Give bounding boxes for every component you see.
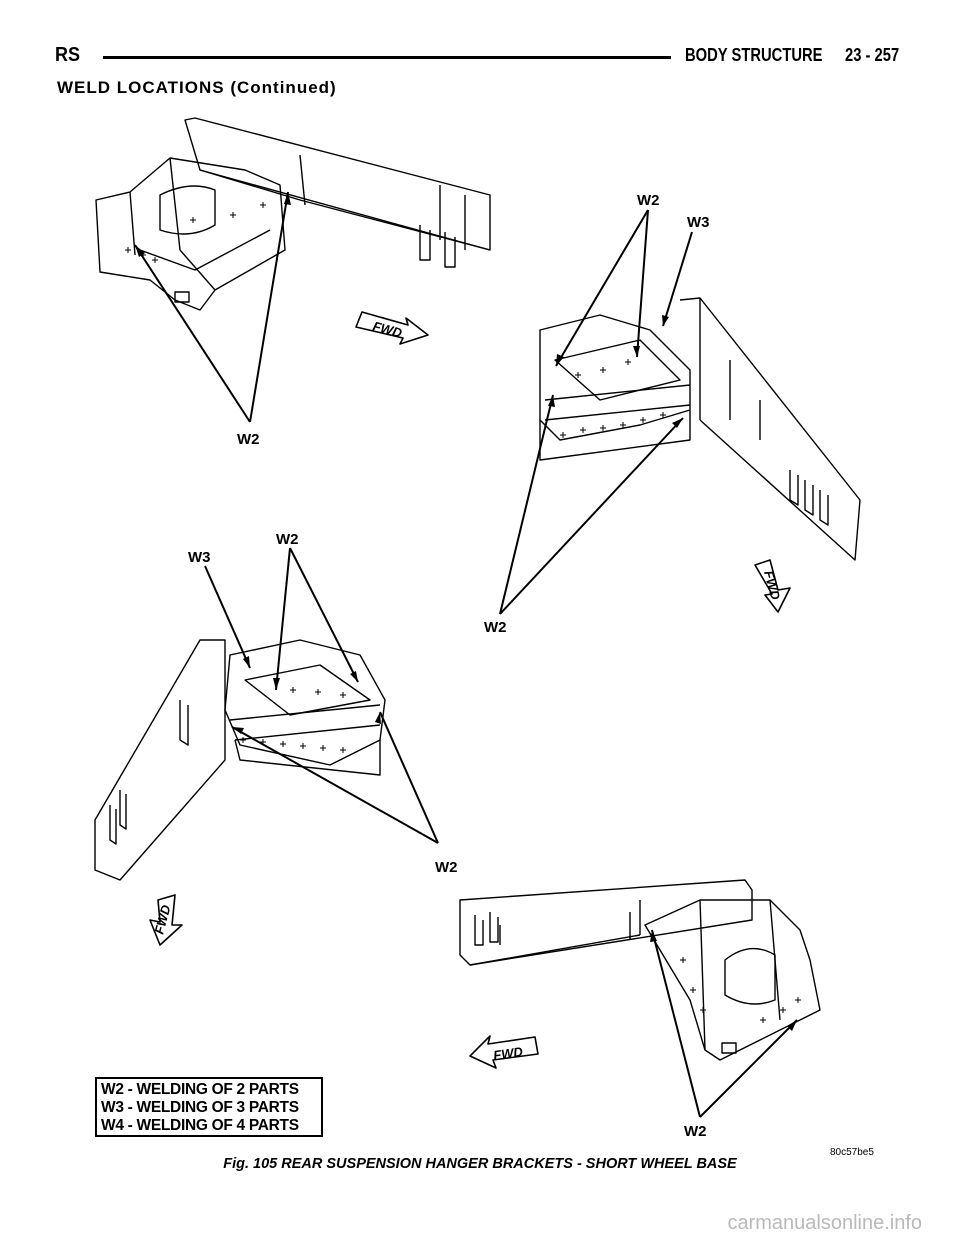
figure-code: 80c57be5	[830, 1147, 874, 1158]
weld-legend: W2 - WELDING OF 2 PARTS W3 - WELDING OF …	[95, 1077, 323, 1137]
legend-item-w2: W2 - WELDING OF 2 PARTS	[101, 1081, 299, 1098]
callout-w2-view2-bottom: W2	[484, 619, 507, 636]
callout-w2-view1: W2	[237, 431, 260, 448]
legend-item-w4: W4 - WELDING OF 4 PARTS	[101, 1117, 299, 1134]
callout-w2-view3-top: W2	[276, 531, 299, 548]
section-title: WELD LOCATIONS (Continued)	[57, 78, 337, 97]
callout-w2-view4: W2	[684, 1123, 707, 1140]
watermark: carmanualsonline.info	[727, 1212, 922, 1234]
view-1-leaders	[134, 191, 289, 423]
callout-w3-view3: W3	[188, 549, 211, 566]
view-2-fwd-arrow	[754, 559, 791, 613]
figure-caption: Fig. 105 REAR SUSPENSION HANGER BRACKETS…	[223, 1156, 737, 1172]
view-4-leaders	[651, 929, 798, 1118]
view-3-leaders	[204, 547, 439, 844]
page-number: 23 - 257	[845, 45, 900, 65]
view-1-bracket	[95, 117, 491, 311]
header-section: BODY STRUCTURE	[685, 45, 823, 65]
weld-diagram: W2 W2 W3 W2 W3 W2 W2 W2 FWD FWD FWD FWD	[94, 117, 861, 1140]
view-2-leaders	[499, 209, 693, 615]
view-2-bracket	[539, 297, 861, 561]
legend-item-w3: W3 - WELDING OF 3 PARTS	[101, 1099, 299, 1116]
view-1-fwd-arrow	[355, 311, 429, 345]
fwd-label-view2: FWD	[761, 569, 783, 602]
view-4-fwd-arrow	[469, 1035, 539, 1069]
callout-w2-view3-bottom: W2	[435, 859, 458, 876]
header-rule	[103, 56, 671, 59]
weld-location-figure: W2 W2 W3 W2 W3 W2 W2 W2 FWD FWD FWD FWD	[0, 100, 960, 1180]
callout-w2-view2-top: W2	[637, 192, 660, 209]
view-3-bracket	[94, 639, 386, 881]
view-3-fwd-arrow	[149, 894, 183, 946]
header-code: RS	[55, 44, 81, 66]
fwd-label-view4: FWD	[492, 1044, 524, 1063]
callout-w3-view2: W3	[687, 214, 710, 231]
view-4-bracket	[459, 879, 821, 1061]
page-header: RS BODY STRUCTURE 23 - 257	[55, 44, 899, 74]
